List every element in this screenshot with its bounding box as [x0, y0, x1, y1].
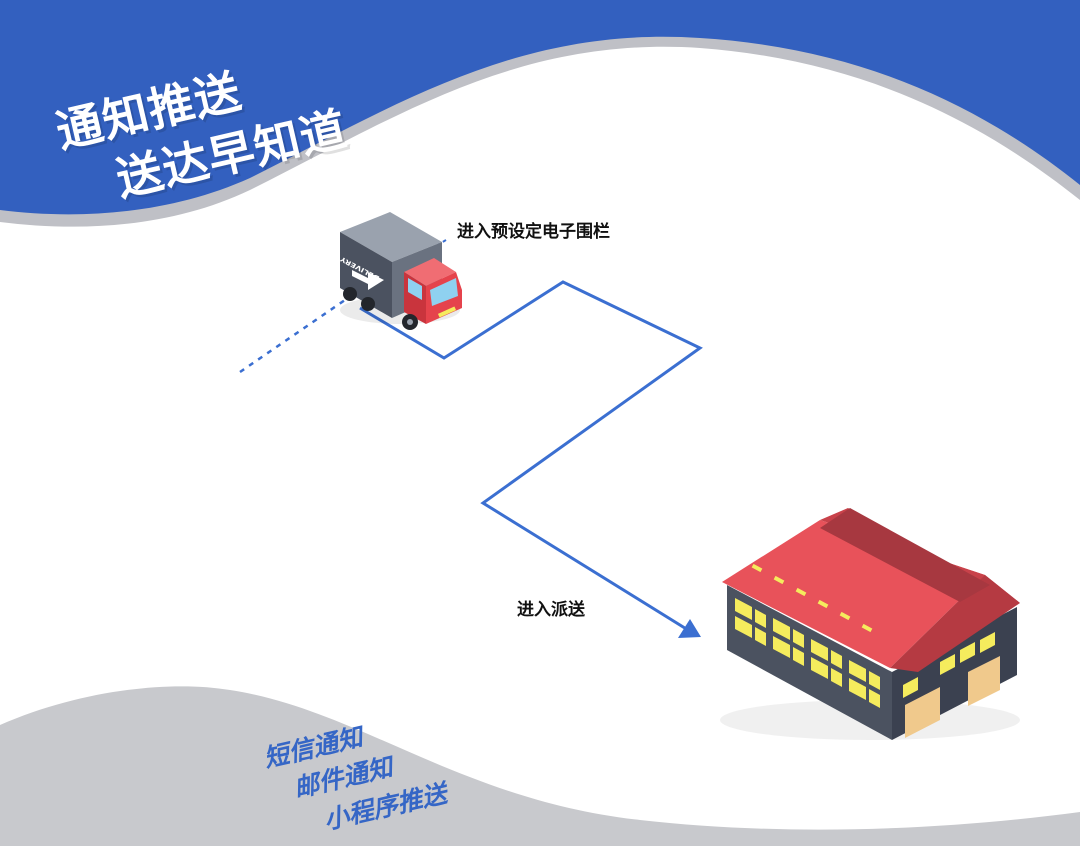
delivery-truck-icon	[340, 212, 462, 330]
warehouse-door-left	[905, 687, 940, 738]
route-dotted-lead	[239, 298, 346, 374]
geofence-callout: 进入预设定电子围栏	[457, 222, 610, 242]
route-arrowhead	[678, 619, 701, 638]
delivery-route	[359, 280, 703, 632]
top-wave-banner	[0, 0, 1080, 215]
bottom-wave	[0, 686, 1080, 846]
warehouse-icon	[720, 508, 1020, 740]
warehouse-door-right	[968, 656, 1000, 706]
delivery-callout: 进入派送	[517, 600, 585, 620]
